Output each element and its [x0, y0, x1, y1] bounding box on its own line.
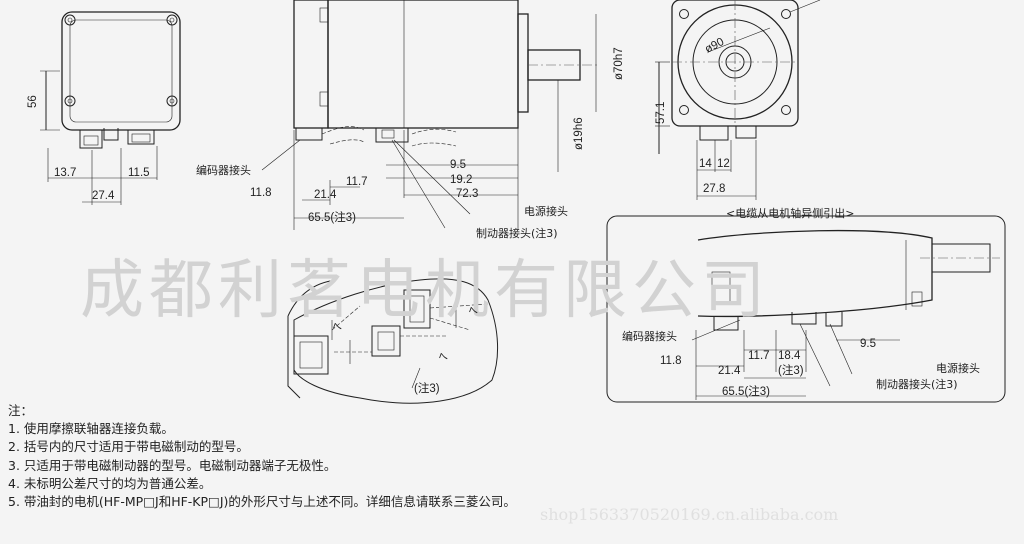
side-dim-11-7: 11.7: [748, 350, 770, 362]
dim-7-c: 7: [468, 306, 481, 316]
notes-title: 注：: [8, 403, 34, 418]
dim-7-b: 7: [438, 352, 451, 362]
dim-14: 14: [699, 158, 712, 170]
dim-65-5: 65.5(注3): [308, 210, 356, 224]
dim-7-a: 7: [332, 322, 345, 332]
dim-11-8: 11.8: [250, 187, 272, 199]
label-brake-connector: 制动器接头(注3): [476, 226, 558, 240]
side-note3: (注3): [778, 363, 804, 377]
flange-view: [655, 0, 821, 200]
dim-19-2: 19.2: [450, 174, 472, 186]
note-item: 4. 未标明公差尺寸的均为普通公差。: [8, 475, 212, 491]
front-side-view: [261, 0, 600, 230]
dim-27-8: 27.8: [703, 183, 725, 195]
dim-phi19h6: ø19h6: [573, 117, 585, 150]
side-dim-9-5: 9.5: [860, 338, 876, 350]
side-label-power: 电源接头: [936, 361, 980, 375]
side-dim-11-8: 11.8: [660, 355, 682, 367]
side-dim-18-4: 18.4: [778, 350, 801, 362]
note3-detail: (注3): [414, 381, 440, 395]
notes-block: 注： 1. 使用摩擦联轴器连接负载。 2. 括号内的尺寸适用于带电磁制动的型号。…: [8, 402, 516, 511]
dim-11-7: 11.7: [346, 176, 368, 188]
dim-13-7: 13.7: [54, 167, 76, 179]
dim-56: 56: [27, 95, 39, 108]
watermark-company-name: 成都利茗电机有限公司: [80, 254, 770, 328]
note-item: 5. 带油封的电机(HF-MP□J和HF-KP□J)的外形尺寸与上述不同。详细信…: [8, 494, 516, 510]
note-item: 2. 括号内的尺寸适用于带电磁制动的型号。: [8, 439, 249, 455]
dim-72-3: 72.3: [456, 188, 478, 200]
side-dim-65-5: 65.5(注3): [722, 384, 770, 398]
label-encoder-connector: 编码器接头: [196, 163, 251, 177]
side-dim-21-4: 21.4: [718, 365, 741, 377]
side-label-encoder: 编码器接头: [622, 329, 677, 343]
dim-phi90: ø90: [703, 36, 726, 56]
dim-12: 12: [717, 158, 730, 170]
side-label-brake: 制动器接头(注3): [876, 377, 958, 391]
note-item: 1. 使用摩擦联轴器连接负载。: [8, 421, 174, 437]
dim-27-4: 27.4: [92, 190, 115, 202]
note-item: 3. 只适用于带电磁制动器的型号。电磁制动器端子无极性。: [8, 457, 337, 473]
side-view-title: <电缆从电机轴异侧引出>: [726, 206, 854, 220]
dim-57-1: 57.1: [655, 102, 667, 124]
dim-phi70h7: ø70h7: [613, 47, 625, 80]
connector-detail: [287, 278, 499, 404]
watermark-shop-url: shop1563370520169.cn.alibaba.com: [540, 505, 838, 524]
label-power-connector: 电源接头: [524, 204, 568, 218]
dim-11-5: 11.5: [128, 167, 150, 179]
side-cable-view: [606, 215, 1006, 403]
rear-view: [40, 11, 181, 205]
dim-9-5: 9.5: [450, 159, 466, 171]
dim-21-4: 21.4: [314, 189, 337, 201]
